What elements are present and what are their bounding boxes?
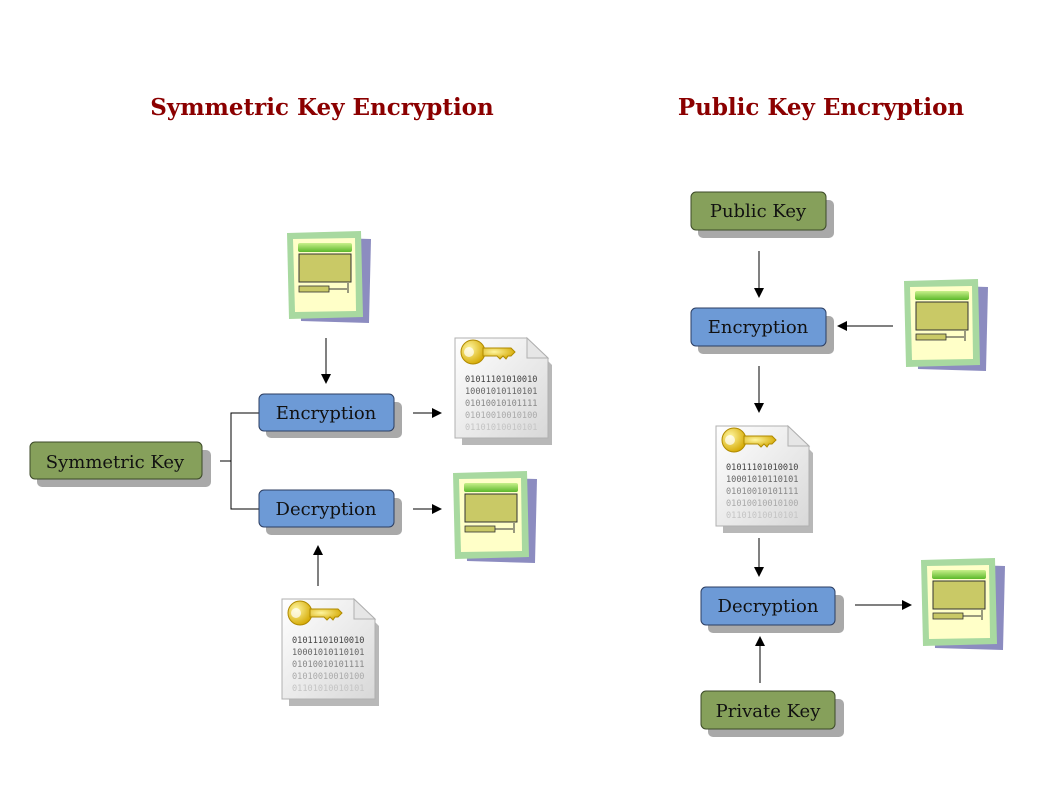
title-symmetric: Symmetric Key Encryption	[150, 94, 494, 121]
private-key-label: Private Key	[716, 701, 822, 722]
symmetric-decryption-label: Decryption	[276, 499, 377, 520]
symmetric-decryption-node: Decryption	[258, 489, 402, 535]
title-public-key: Public Key Encryption	[678, 94, 965, 121]
public-decryption-node: Decryption	[700, 586, 844, 633]
symmetric-encryption-label: Encryption	[276, 403, 377, 424]
encrypted-file-key-icon	[281, 598, 380, 707]
public-key-node: Public Key	[690, 191, 834, 238]
encrypted-file-key-icon	[715, 425, 814, 534]
plaintext-document-icon	[903, 279, 989, 372]
symmetric-encryption-node: Encryption	[258, 393, 402, 438]
encrypted-file-key-icon	[454, 337, 553, 446]
public-key-connectors	[754, 251, 912, 683]
public-encryption-label: Encryption	[708, 317, 809, 338]
plaintext-document-icon	[286, 231, 372, 324]
public-encryption-node: Encryption	[690, 307, 834, 354]
symmetric-connectors	[220, 338, 442, 586]
plaintext-document-icon	[920, 558, 1006, 651]
plaintext-document-icon	[452, 471, 538, 564]
public-decryption-label: Decryption	[718, 596, 819, 617]
private-key-node: Private Key	[700, 690, 844, 737]
public-key-label: Public Key	[710, 201, 807, 222]
symmetric-key-node: Symmetric Key	[29, 441, 211, 487]
symmetric-key-label: Symmetric Key	[46, 452, 185, 473]
